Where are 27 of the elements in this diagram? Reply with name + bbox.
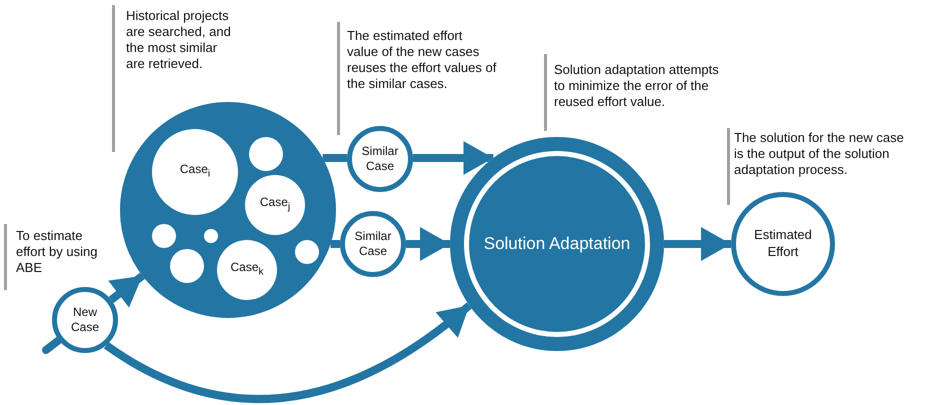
case-circle [249, 137, 283, 171]
arrow [664, 227, 731, 261]
case-circle [295, 240, 319, 264]
annotation-text: The estimated effort value of the new cases reuses the effort values of the similar cases. [347, 28, 497, 92]
input-circle [52, 287, 118, 353]
arrow [406, 227, 450, 261]
annotation-text: Solution adaptation attempts to minimize the error of the reused effort value. [554, 62, 720, 110]
node-label: Solution Adaptation [484, 232, 630, 255]
node-label: Similar Case [360, 144, 400, 174]
node-label: Similar Case [354, 229, 392, 259]
node-label: Case$_{j}$ [260, 195, 290, 215]
connector-line [42, 336, 63, 354]
case-circle [204, 229, 218, 243]
node-label: Estimated Effort [753, 227, 813, 261]
arrow [412, 141, 494, 175]
case-circle [170, 249, 204, 283]
node-label: New Case [70, 305, 100, 335]
node-label: Case$_{k}$ [230, 260, 264, 280]
annotation-text: To estimate effort by using ABE [16, 228, 98, 276]
arrow [108, 272, 145, 308]
annotation-text: Historical projects are searched, and the most similar are retrieved. [126, 8, 232, 72]
connector-line [330, 240, 340, 248]
node-label: Case$_{i}$ [180, 162, 210, 182]
connector-line [322, 154, 348, 162]
case-circle [152, 224, 176, 248]
arrow [104, 302, 472, 403]
annotation-text: The solution for the new case is the output of the solution adaptation process. [734, 130, 905, 178]
